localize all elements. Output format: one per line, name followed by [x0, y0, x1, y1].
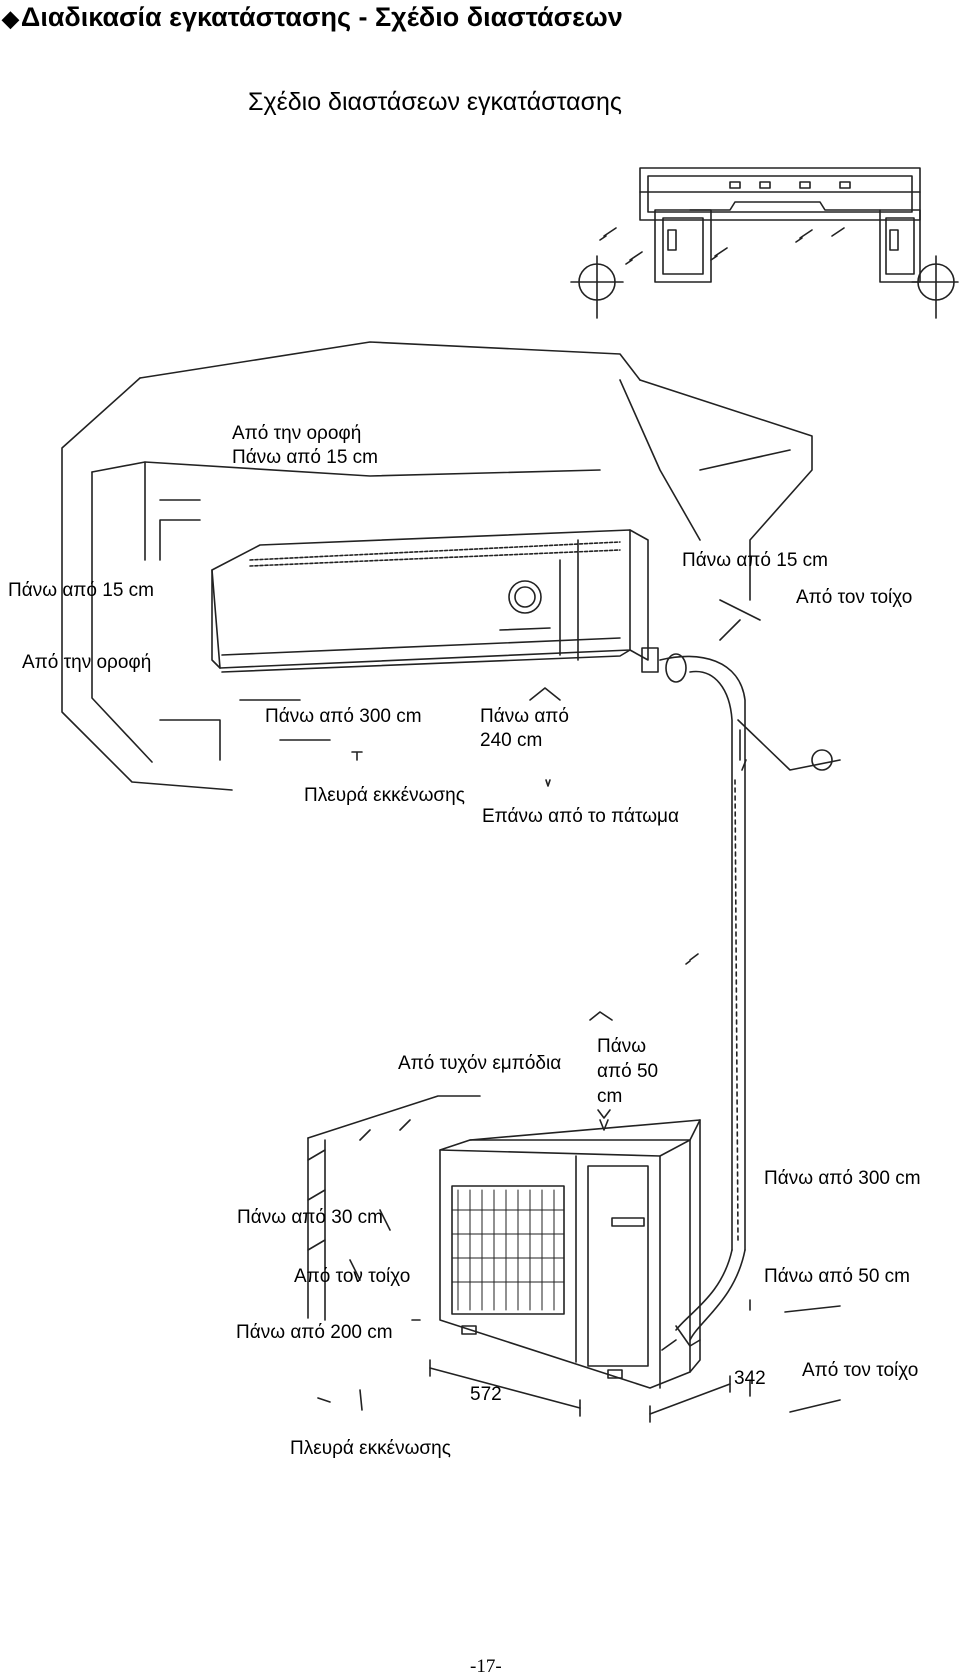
label-above240-1: Πάνω από: [480, 706, 569, 727]
label-drain-side-outdoor: Πλευρά εκκένωσης: [290, 1438, 451, 1459]
label-above240-2: 240 cm: [480, 730, 543, 751]
label-drain-side-indoor: Πλευρά εκκένωσης: [304, 785, 465, 806]
label-outdoor-left-wall: Από τον τοίχο: [294, 1266, 411, 1287]
label-right-above300: Πάνω από 300 cm: [764, 1168, 921, 1189]
piping-illustration: [659, 653, 841, 1341]
label-outdoor-right-wall: Από τον τοίχο: [802, 1360, 919, 1381]
page-heading: ◆Διαδικασία εγκατάστασης - Σχέδιο διαστά…: [2, 2, 623, 33]
label-left-above15: Πάνω από 15 cm: [8, 580, 154, 601]
outdoor-unit-illustration: [439, 1119, 701, 1389]
label-right-wall: Από τον τοίχο: [796, 587, 913, 608]
diamond-bullet-icon: ◆: [2, 6, 19, 31]
label-above50-2: από 50: [597, 1061, 659, 1082]
label-dim-572: 572: [470, 1384, 502, 1405]
dimension-markers-indoor: [351, 687, 699, 965]
room-walls-illustration: [61, 341, 813, 791]
label-above30: Πάνω από 30 cm: [237, 1207, 383, 1228]
label-dim-342: 342: [734, 1368, 766, 1389]
label-above200: Πάνω από 200 cm: [236, 1322, 393, 1343]
label-above50-3: cm: [597, 1086, 623, 1107]
label-ceiling-top-1: Από την οροφή: [232, 423, 362, 444]
label-ceiling-top-2: Πάνω από 15 cm: [232, 447, 378, 468]
page-number: -17-: [470, 1656, 502, 1677]
dimension-lines-outdoor: [411, 1011, 841, 1423]
label-obstacles: Από τυχόν εμπόδια: [398, 1053, 562, 1074]
label-right-above50: Πάνω από 50 cm: [764, 1266, 910, 1287]
label-above50-1: Πάνω: [597, 1036, 647, 1057]
page-subtitle: Σχέδιο διαστάσεων εγκατάστασης: [248, 88, 622, 116]
page-heading-text: Διαδικασία εγκατάστασης - Σχέδιο διαστάσ…: [20, 2, 623, 32]
mounting-plate-illustration: [570, 167, 959, 319]
outdoor-wall-illustration: [307, 1095, 481, 1411]
indoor-unit-illustration: [211, 529, 659, 673]
label-above300-indoor: Πάνω από 300 cm: [265, 706, 422, 727]
label-left-ceiling: Από την οροφή: [22, 652, 152, 673]
label-right-above15: Πάνω από 15 cm: [682, 550, 828, 571]
label-above-floor: Επάνω από το πάτωμα: [482, 806, 679, 827]
